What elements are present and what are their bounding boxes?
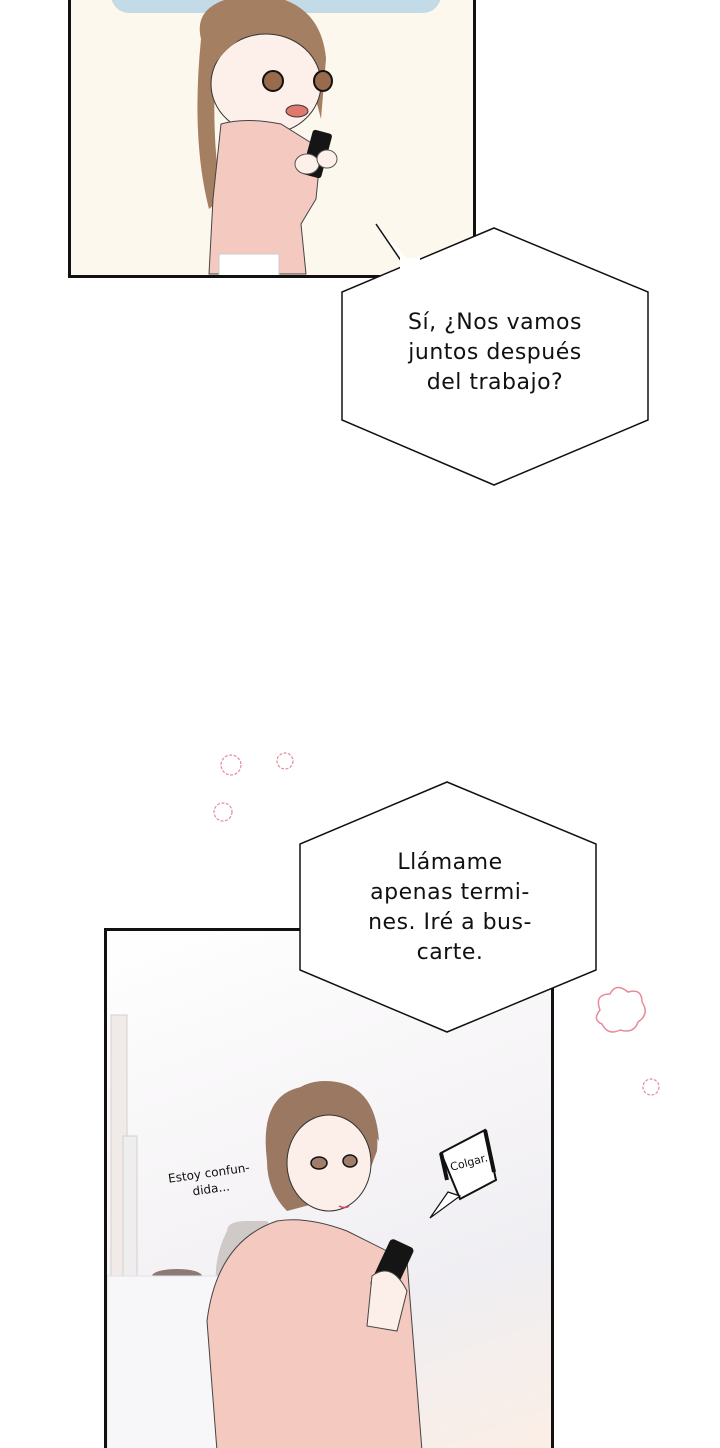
comic-panel-1 — [68, 0, 476, 278]
bubble-1-line-2: juntos después — [408, 340, 582, 365]
circle-doodle-icon — [213, 802, 233, 822]
flower-icon — [595, 986, 646, 1033]
bubble-1-line-3: del trabajo? — [426, 370, 564, 395]
flower-icon — [220, 754, 242, 776]
bubble-2-line-3: nes. Iré a bus- — [368, 910, 532, 935]
circle-doodle-icon — [642, 1078, 660, 1096]
bubble-2-line-2: apenas termi- — [370, 880, 530, 905]
office-scene-illustration — [107, 1014, 423, 1448]
chibi-character-illustration — [197, 0, 338, 275]
bubble-1-line-1: Sí, ¿Nos vamos — [408, 310, 582, 335]
speech-bubble-2: Llámame apenas termi- nes. Iré a bus- ca… — [330, 848, 570, 968]
speech-bubble-1: Sí, ¿Nos vamos juntos después del trabaj… — [370, 308, 620, 398]
bubble-2-line-4: carte. — [416, 940, 484, 965]
bubble-2-line-1: Llámame — [397, 850, 503, 875]
circle-doodle-icon — [276, 752, 294, 770]
